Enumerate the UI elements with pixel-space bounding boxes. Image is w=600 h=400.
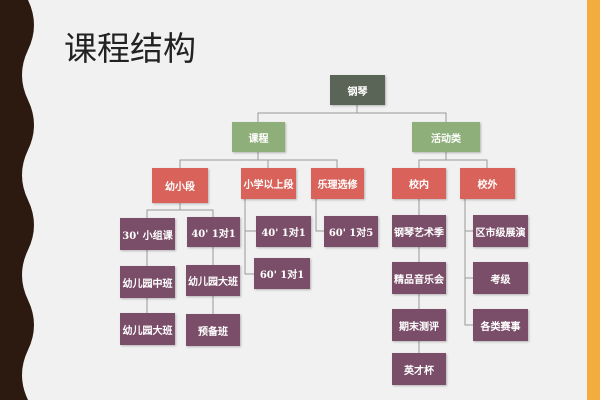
leaf-node: 各类赛事 bbox=[473, 309, 528, 341]
leaf-node: 考级 bbox=[473, 262, 528, 294]
node-off-campus: 校外 bbox=[460, 168, 515, 199]
leaf-node: 幼儿园大班 bbox=[186, 265, 240, 296]
orange-side-bar bbox=[587, 0, 600, 400]
leaf-node: 60' 1对1 bbox=[254, 258, 310, 289]
node-preschool: 幼小段 bbox=[152, 168, 208, 203]
leaf-node: 40' 1对1 bbox=[256, 216, 311, 247]
leaf-node: 40' 1对1 bbox=[187, 217, 240, 247]
node-theory: 乐理选修 bbox=[311, 168, 364, 199]
leaf-node: 英才杯 bbox=[392, 353, 446, 385]
wavy-border-decoration bbox=[0, 0, 34, 400]
leaf-node: 60' 1对5 bbox=[324, 216, 378, 247]
node-primary: 小学以上段 bbox=[241, 168, 296, 199]
leaf-node: 精品音乐会 bbox=[392, 262, 446, 294]
leaf-node: 区市级展演 bbox=[473, 215, 528, 247]
node-on-campus: 校内 bbox=[392, 168, 446, 199]
node-activities: 活动类 bbox=[412, 122, 480, 152]
leaf-node: 幼儿园中班 bbox=[120, 266, 175, 298]
leaf-node: 30' 小组课 bbox=[120, 218, 175, 250]
page-title: 课程结构 bbox=[64, 29, 196, 68]
leaf-node: 幼儿园大班 bbox=[120, 313, 175, 345]
leaf-node: 钢琴艺术季 bbox=[392, 215, 446, 247]
leaf-node: 预备班 bbox=[186, 314, 240, 346]
leaf-node: 期末测评 bbox=[392, 309, 446, 341]
node-root: 钢琴 bbox=[330, 75, 385, 105]
node-courses: 课程 bbox=[232, 122, 285, 152]
